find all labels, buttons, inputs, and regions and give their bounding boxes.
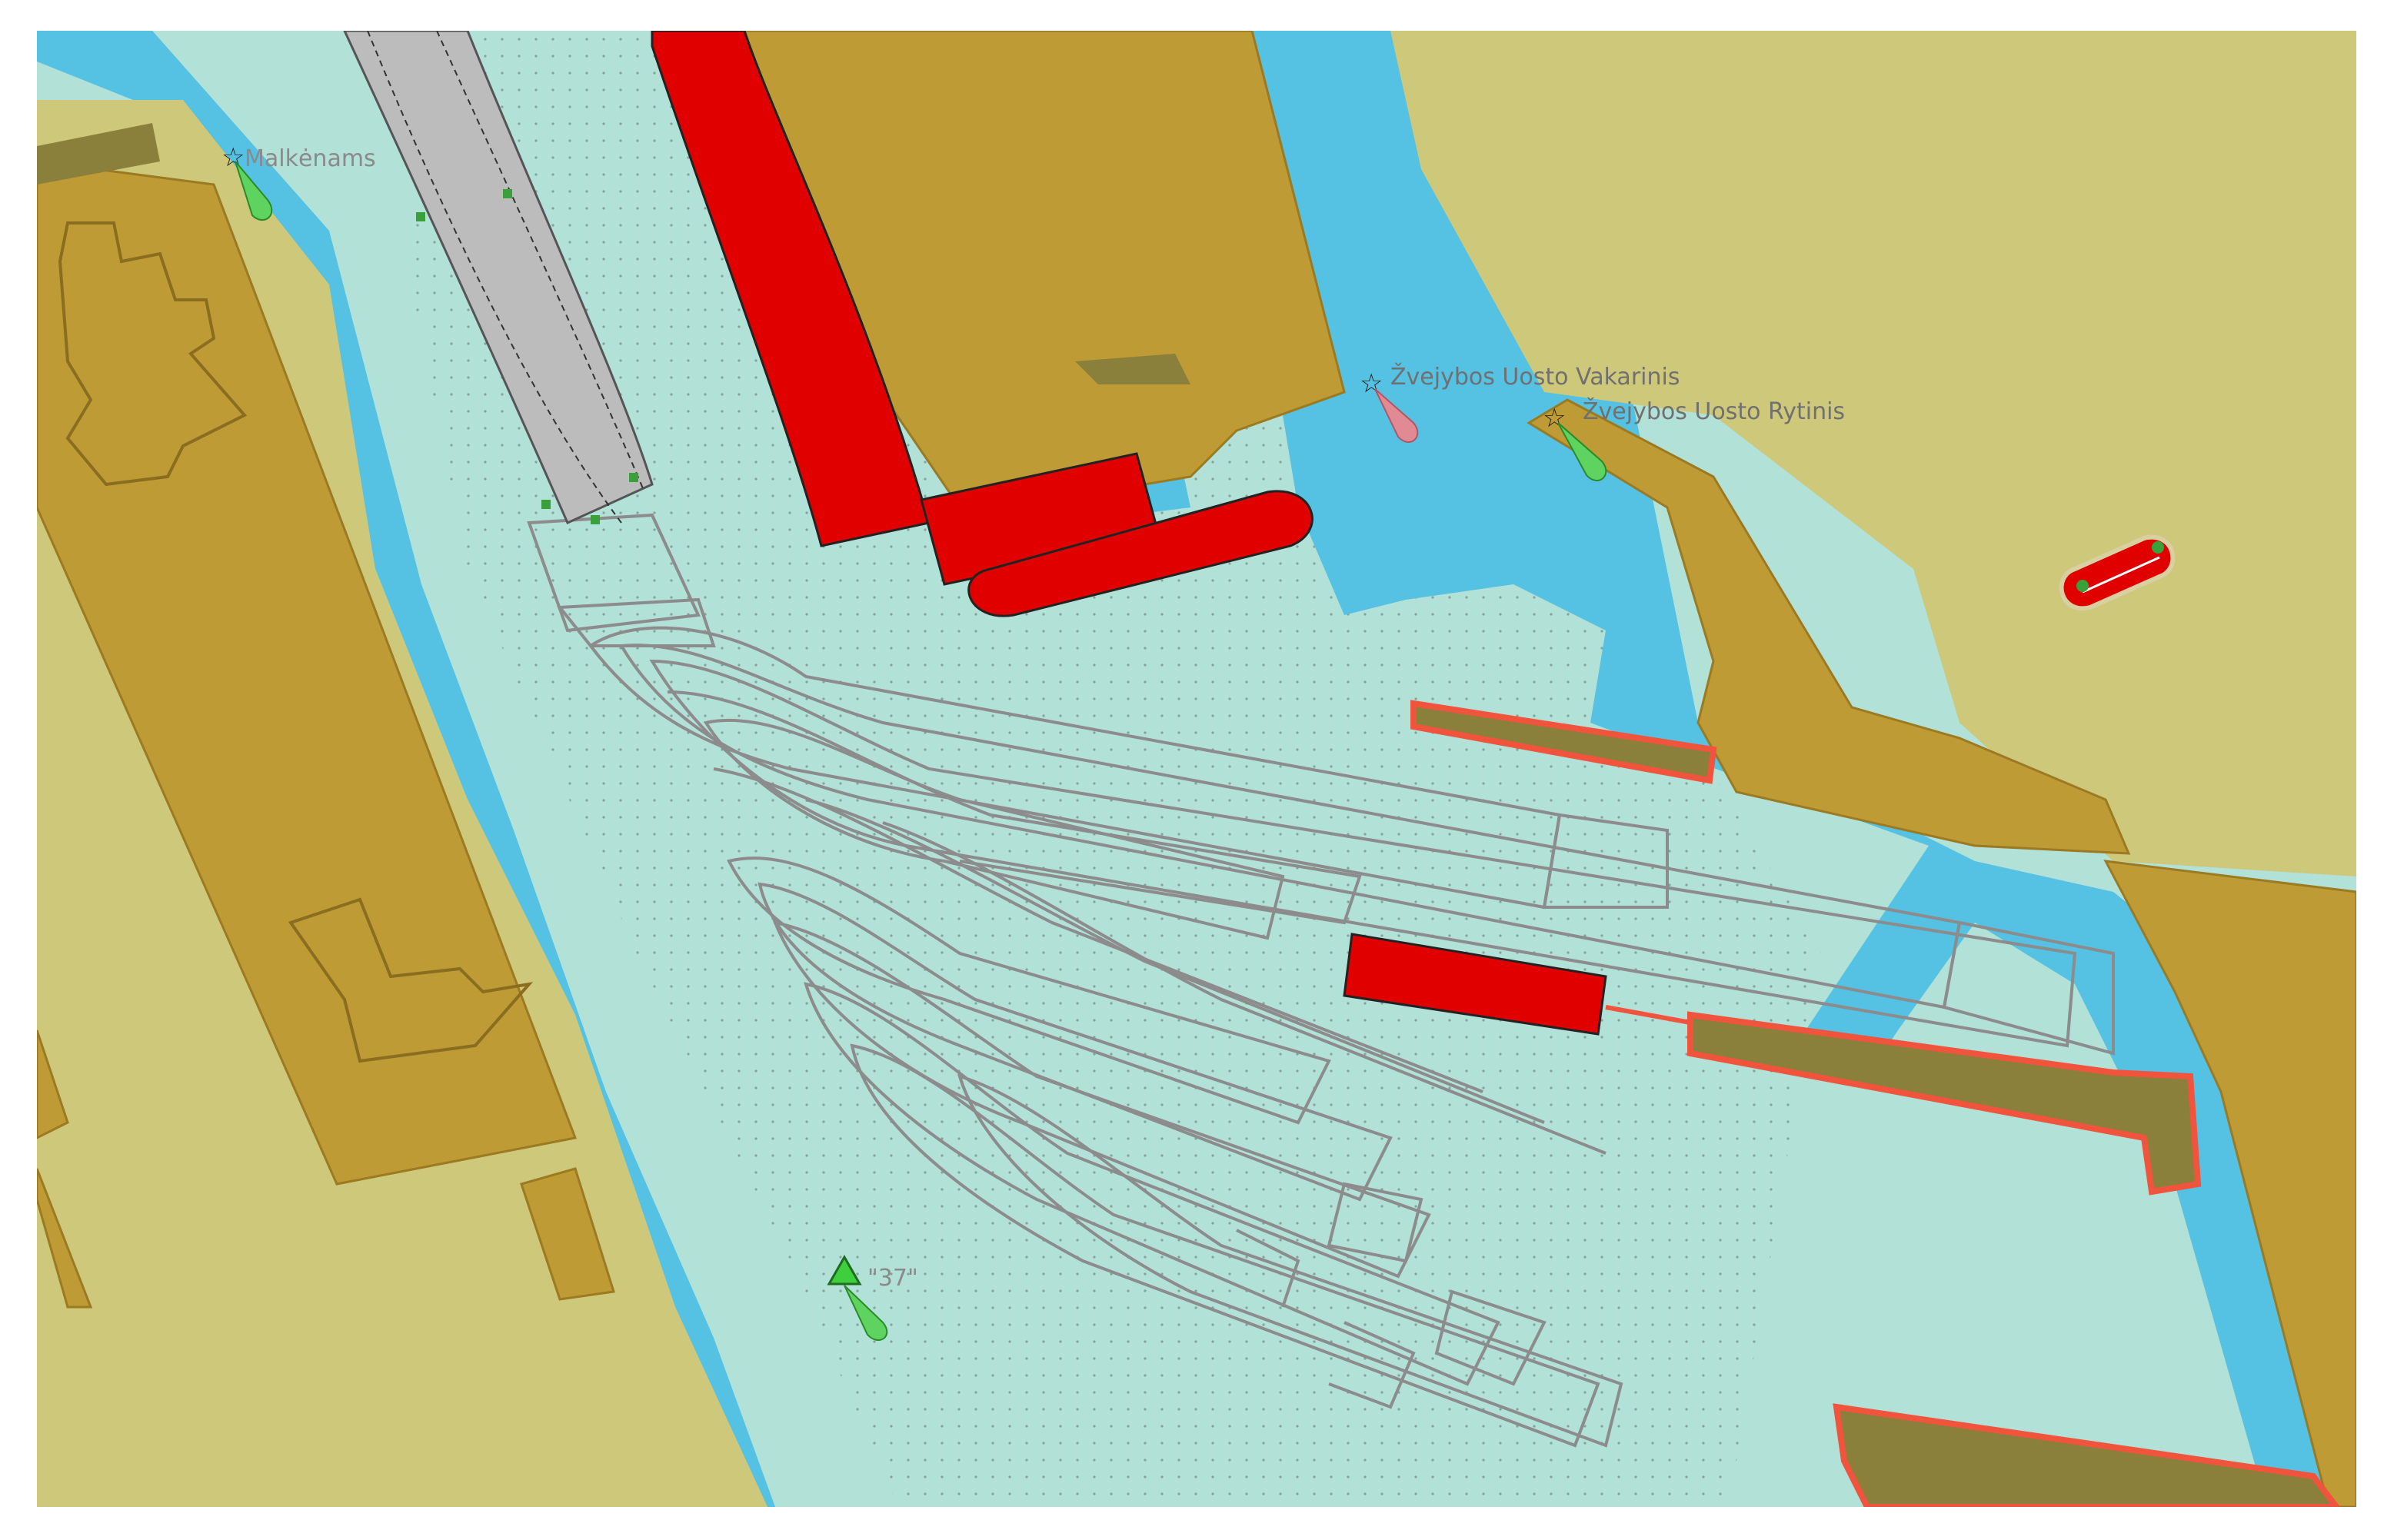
vessel-swept-path <box>527 513 2115 1448</box>
slip-bank <box>1075 354 1190 384</box>
breakwater-pier-right <box>1527 398 2131 855</box>
vessel-red-moored[interactable] <box>1343 933 1607 1036</box>
nautical-chart[interactable]: ☆ Malkėnams ☆ Žvejybos Uosto Vakarinis ☆… <box>37 31 2356 1507</box>
built-area-left-bottom <box>37 1029 69 1139</box>
light-label-3: Žvejybos Uosto Rytinis <box>1583 397 1845 425</box>
building-outline-2 <box>288 897 534 1063</box>
planned-vessel-handles[interactable] <box>416 189 638 524</box>
pier-lower <box>1833 1403 2340 1507</box>
buoy-37[interactable]: "37" <box>827 1254 918 1341</box>
land-right <box>1390 31 2356 876</box>
planned-vessel-hull[interactable] <box>343 31 654 524</box>
light-flare-green <box>1557 422 1607 481</box>
vessel-red-small-handle-b[interactable] <box>2152 541 2164 554</box>
light-marker-3[interactable]: ☆ Žvejybos Uosto Rytinis <box>1543 397 1845 481</box>
pier-upper <box>1410 700 1717 784</box>
light-flare-pink <box>1374 388 1419 443</box>
buoy-light-flare <box>844 1285 888 1341</box>
planned-vessel-path-dashed <box>367 31 645 524</box>
pier-middle <box>1687 1011 2202 1196</box>
quay-top-left <box>37 123 160 185</box>
buoy-label-37: "37" <box>867 1265 918 1292</box>
green-buoy-icon <box>827 1254 862 1286</box>
light-label-2: Žvejybos Uosto Vakarinis <box>1390 363 1680 391</box>
vessel-red-rounded[interactable] <box>967 490 1314 617</box>
built-area-left-small <box>520 1167 615 1301</box>
light-label-1: Malkėnams <box>245 145 376 172</box>
light-marker-2[interactable]: ☆ Žvejybos Uosto Vakarinis <box>1360 363 1680 443</box>
light-marker-1[interactable]: ☆ Malkėnams <box>221 142 376 221</box>
vessel-red-small-heading <box>2082 556 2160 594</box>
pier-connector <box>1605 1005 1691 1025</box>
vessel-red-small-handle-a[interactable] <box>2076 580 2089 592</box>
nautical-chart-frame[interactable]: ☆ Malkėnams ☆ Žvejybos Uosto Vakarinis ☆… <box>37 31 2356 1507</box>
built-area-left-large <box>37 160 578 1186</box>
built-area-left-bottom2 <box>37 1168 93 1309</box>
deep-water-left-bank <box>37 31 775 1507</box>
port-terminal-right <box>2103 860 2356 1507</box>
light-flare-green <box>235 161 273 221</box>
deep-water-upper-basin <box>1252 31 2356 1507</box>
vessel-red-large[interactable] <box>651 31 931 547</box>
building-outline-1 <box>58 221 248 487</box>
vessel-red-small[interactable] <box>2059 534 2176 611</box>
